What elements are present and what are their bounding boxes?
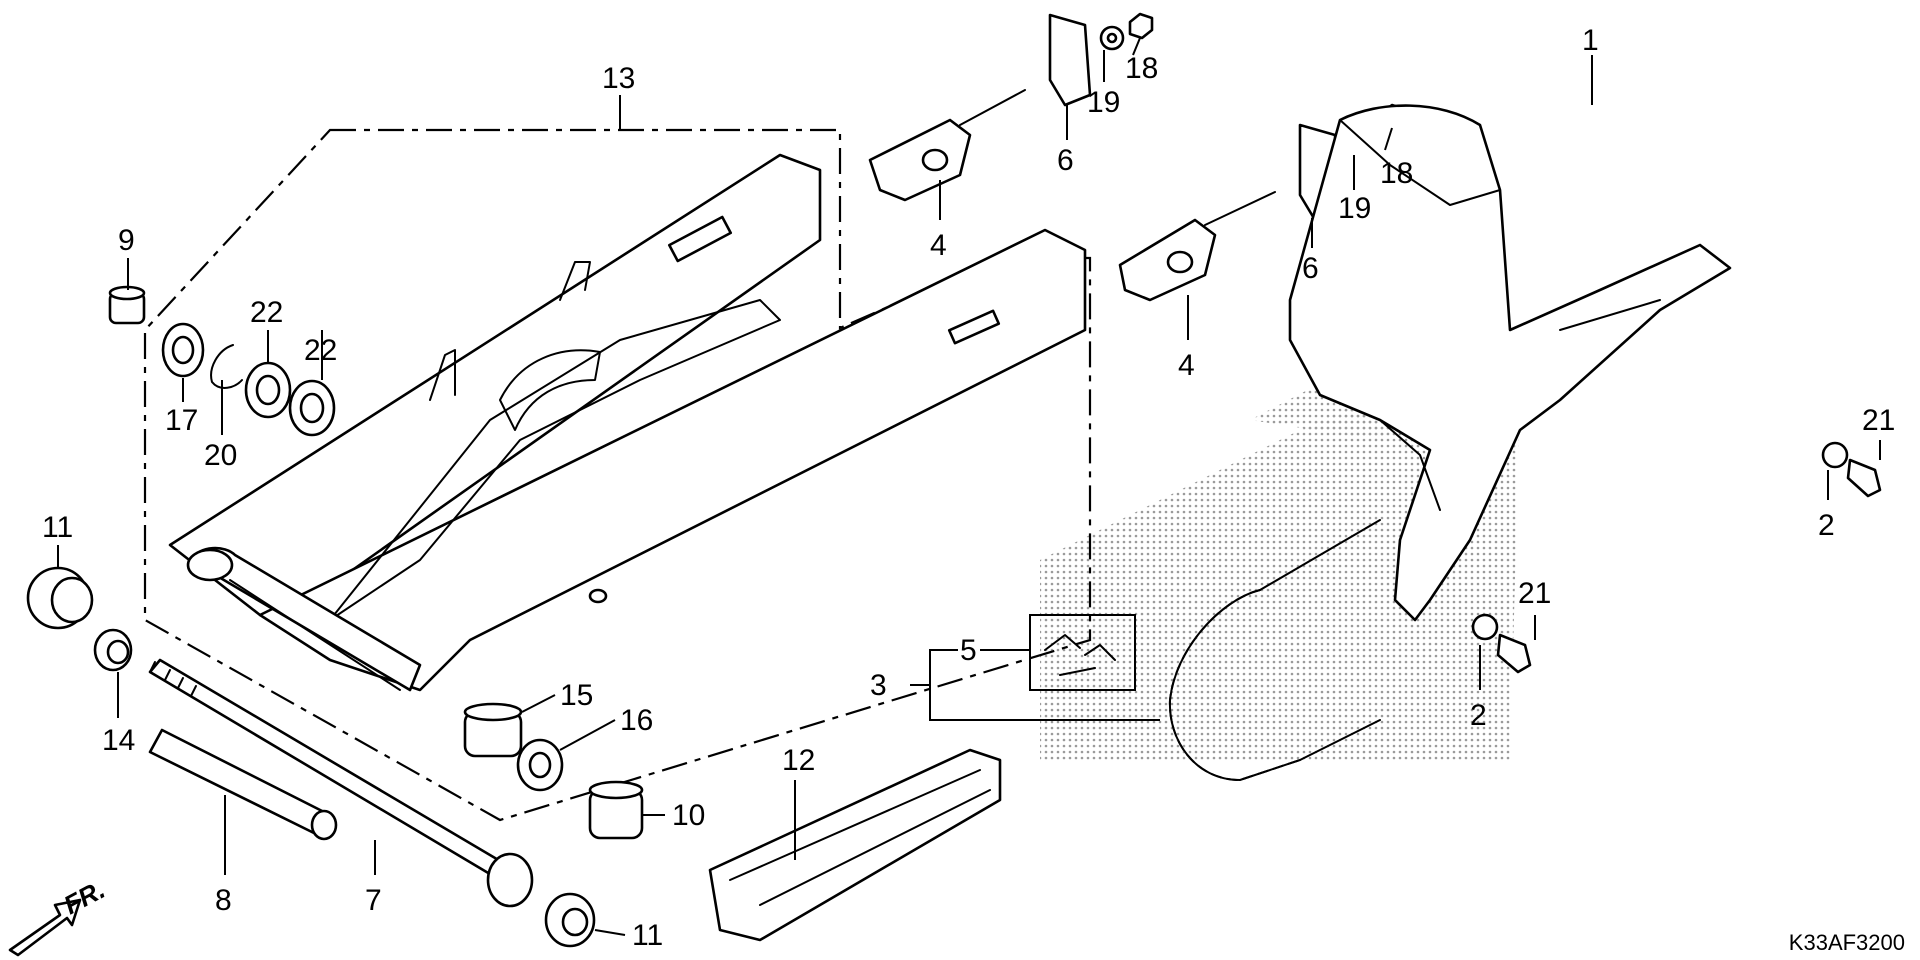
bolt-lower[interactable] <box>1496 633 1532 674</box>
callout-4: 4 <box>1178 349 1195 382</box>
oil-seal-right[interactable] <box>516 738 564 792</box>
callout-12: 12 <box>782 744 815 777</box>
callout-6: 6 <box>1302 252 1319 285</box>
callout-18: 18 <box>1125 52 1158 85</box>
callout-22: 22 <box>250 296 283 329</box>
callout-17: 17 <box>165 404 198 437</box>
pivot-collar[interactable] <box>148 728 338 841</box>
bolt-upper[interactable] <box>1846 458 1882 498</box>
swingarm-assembly-boundary <box>143 128 1092 822</box>
callout-labels: 1 2 2 3 4 4 5 6 6 7 8 9 10 11 11 12 13 1… <box>42 24 1895 952</box>
callout-9: 9 <box>118 224 135 257</box>
callout-5: 5 <box>960 634 977 667</box>
callout-2: 2 <box>1470 699 1487 732</box>
leader-lines <box>57 37 1881 936</box>
callout-18: 18 <box>1380 157 1413 190</box>
callout-2: 2 <box>1818 509 1835 542</box>
callout-4: 4 <box>930 229 947 262</box>
collar-lower[interactable] <box>1471 613 1499 641</box>
callout-19: 19 <box>1087 86 1120 119</box>
callout-21: 21 <box>1862 404 1895 437</box>
adjuster-plate-left[interactable] <box>1048 13 1092 107</box>
callout-16: 16 <box>620 704 653 737</box>
callout-6: 6 <box>1057 144 1074 177</box>
pivot-nut-right[interactable] <box>544 892 596 948</box>
ball-bearing-outer[interactable] <box>244 361 292 419</box>
chain-adjuster-right[interactable] <box>1118 191 1276 302</box>
needle-bearing[interactable] <box>463 702 523 758</box>
dust-collar[interactable] <box>588 780 644 840</box>
swingarm[interactable] <box>168 153 1087 692</box>
callout-21: 21 <box>1518 577 1551 610</box>
chain-slider[interactable] <box>708 748 1002 942</box>
ball-bearing-inner[interactable] <box>288 379 336 437</box>
callout-13: 13 <box>602 62 635 95</box>
callout-22: 22 <box>304 334 337 367</box>
chain-joint-kit[interactable] <box>1029 614 1136 691</box>
callout-20: 20 <box>204 439 237 472</box>
callout-7: 7 <box>365 884 382 917</box>
drawing-code: K33AF3200 <box>1789 930 1905 955</box>
callout-11: 11 <box>632 919 663 952</box>
callout-1: 1 <box>1582 24 1599 57</box>
rear-fender[interactable] <box>1288 104 1732 622</box>
callout-10: 10 <box>672 799 705 832</box>
callout-19: 19 <box>1338 192 1371 225</box>
pivot-bolt[interactable] <box>148 658 534 908</box>
callout-3: 3 <box>870 669 887 702</box>
oil-seal-left[interactable] <box>161 322 205 378</box>
collar-upper[interactable] <box>1821 441 1849 469</box>
callout-11: 11 <box>42 511 73 544</box>
washer-left[interactable] <box>1099 25 1125 51</box>
callout-8: 8 <box>215 884 232 917</box>
drive-chain[interactable] <box>1168 519 1381 781</box>
chain-adjuster-left[interactable] <box>868 89 1026 202</box>
callout-15: 15 <box>560 679 593 712</box>
callout-14: 14 <box>102 724 135 757</box>
circlip[interactable] <box>210 344 243 389</box>
nut-left[interactable] <box>1128 12 1154 40</box>
front-direction-arrow: FR. <box>8 874 110 957</box>
spacer-collar[interactable] <box>108 285 146 325</box>
pivot-cap-left[interactable] <box>26 566 94 630</box>
pivot-nut[interactable] <box>93 628 133 672</box>
